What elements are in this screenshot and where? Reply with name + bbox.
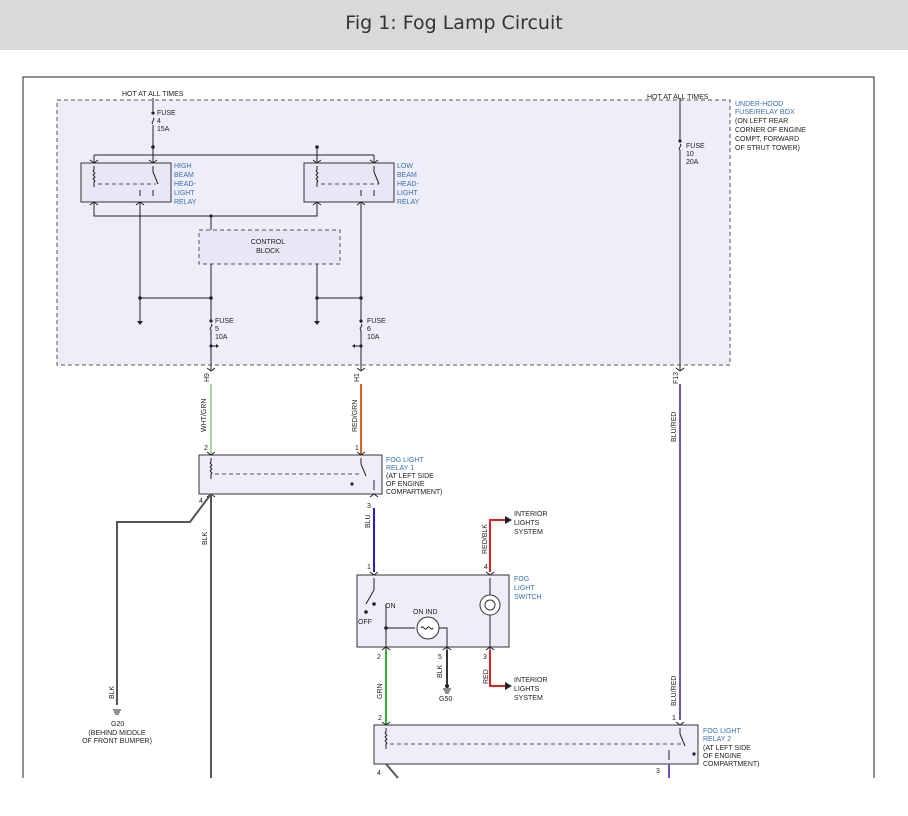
hot-at-all-times-left: HOT AT ALL TIMES (122, 91, 184, 98)
connector-h9: H9 (204, 373, 211, 382)
relay2-pin-3: 3 (656, 768, 660, 775)
switch-ind-label: ON IND (413, 609, 438, 616)
switch-pin-4: 4 (484, 564, 488, 571)
wire-blu-red-top: BLU/RED (671, 412, 678, 442)
wire-blu: BLU (365, 514, 372, 528)
switch-pin-3: 3 (483, 654, 487, 661)
relay2-pin-2: 2 (378, 715, 382, 722)
wire-red: RED (483, 669, 490, 684)
switch-pin-5: 5 (438, 654, 442, 661)
wire-blk-relay1: BLK (202, 531, 209, 545)
figure-title: Fig 1: Fog Lamp Circuit (345, 12, 563, 34)
wire-blk-ground: BLK (109, 685, 116, 699)
hot-at-all-times-right: HOT AT ALL TIMES (647, 94, 709, 101)
fuse-relay-box (56, 99, 731, 366)
ground-g20: G20 (111, 721, 124, 728)
switch-pin-1: 1 (367, 564, 371, 571)
relay2-pin-4: 4 (377, 770, 381, 777)
relay1-pin-4: 4 (199, 498, 203, 505)
relay1-pin-3: 3 (367, 503, 371, 510)
figure-header (0, 0, 908, 50)
control-block (198, 229, 341, 265)
diagram-frame (22, 76, 875, 778)
fog-light-relay-1 (198, 454, 383, 495)
wire-red-blk: RED/BLK (482, 524, 489, 554)
wire-blu-red-bottom: BLU/RED (671, 676, 678, 706)
switch-off-label: OFF (358, 619, 372, 626)
relay1-pin-1: 1 (355, 445, 359, 452)
wire-grn: GRN (377, 683, 384, 699)
wire-blk-switch: BLK (437, 664, 444, 678)
relay2-pin-1: 1 (672, 715, 676, 722)
ground-g50: G50 (439, 696, 452, 703)
switch-pin-2: 2 (377, 654, 381, 661)
relay1-pin-2: 2 (204, 445, 208, 452)
wire-wht-grn: WHT/GRN (201, 399, 208, 432)
low-beam-headlight-relay (303, 162, 395, 203)
connector-f13: F13 (673, 372, 680, 384)
connector-h1: H1 (354, 373, 361, 382)
high-beam-headlight-relay (80, 162, 172, 203)
switch-on-label: ON (385, 603, 396, 610)
wire-red-grn: RED/GRN (352, 400, 359, 432)
